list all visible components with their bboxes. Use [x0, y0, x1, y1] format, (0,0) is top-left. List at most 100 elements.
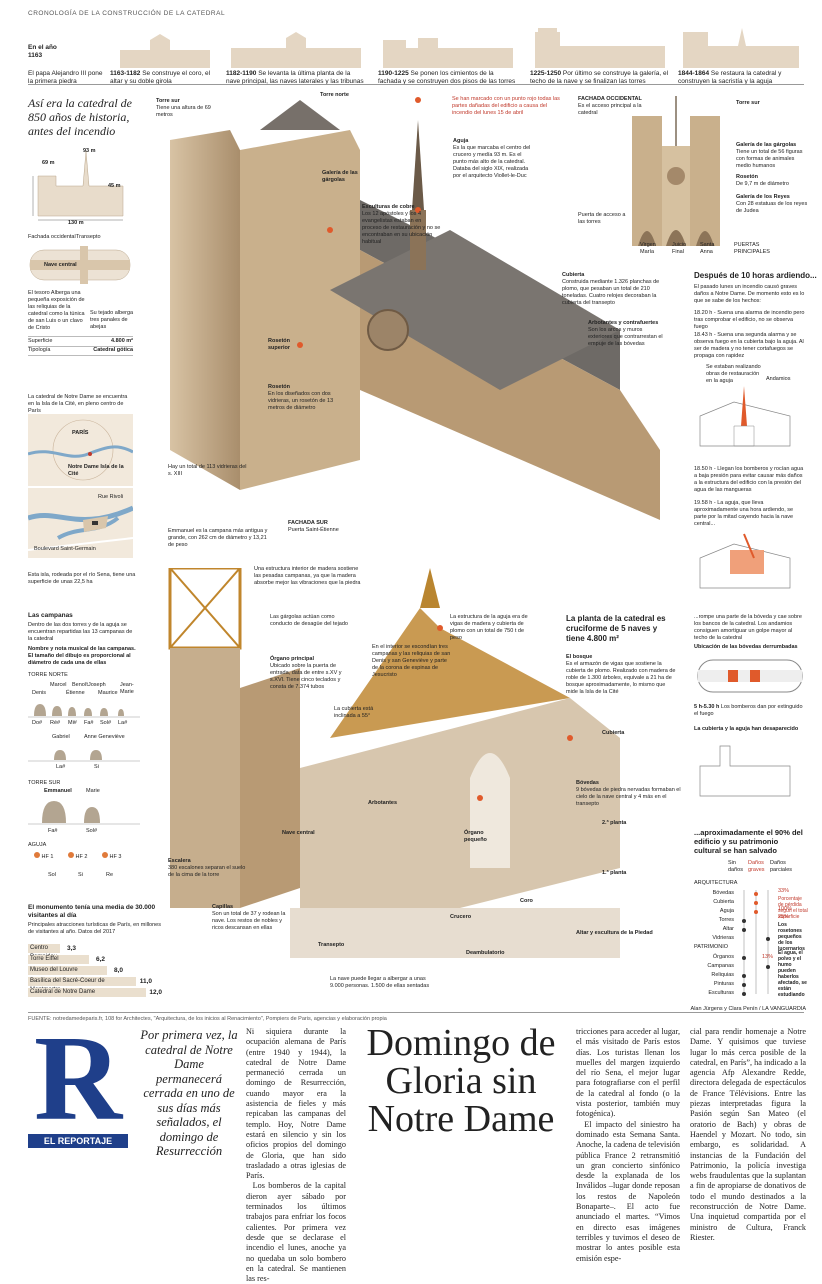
cathedral-cutaway-illustration	[168, 568, 620, 958]
source-divider	[28, 1012, 804, 1013]
label-galeria-right: Galería de las gárgolas	[736, 142, 797, 148]
label-reyes: Galería de los Reyes	[736, 194, 790, 200]
text-vidrieras: Hay un total de 113 vidrieras del s. XII…	[168, 464, 247, 477]
plan-nave-label: Nave central	[44, 262, 77, 268]
bell-note: Re	[106, 872, 114, 878]
text-emmanuel: Emmanuel es la campana más antigua y gra…	[168, 528, 268, 548]
label-organo: Órgano principal	[270, 656, 315, 662]
pct-2: 100%	[778, 906, 793, 912]
text-capillas: Son un total de 37 y rodean la nave. Los…	[212, 911, 286, 931]
bell-name: Benoît	[72, 682, 88, 688]
timeline-text: Se levanta la última planta de la nave p…	[226, 70, 364, 85]
damage-item: Torres	[718, 917, 734, 923]
section-block: R EL REPORTAJE	[28, 1018, 128, 1154]
bell-name: Marcel	[50, 682, 67, 688]
note-3: El agua, el polvo y el humo pueden haber…	[778, 950, 807, 998]
bell-icons-norte-2	[28, 750, 140, 762]
timeline-text: Se ponen los cimientos de la fachada y s…	[378, 70, 516, 85]
bell-name: Jean-Marie	[120, 682, 134, 695]
label-escalera: Escalera	[168, 858, 191, 864]
label-arbotantes: Arbotantes y contrafuertes	[588, 320, 659, 326]
text-puerta: Puerta de acceso a las torres	[578, 212, 626, 225]
timeline-years: En el año 1163	[28, 44, 57, 59]
event-5: ...rompe una parte de la bóveda y cae so…	[694, 614, 802, 641]
timeline-years: 1844-1864	[678, 70, 710, 77]
typology-row: Tipología Catedral gótica	[28, 346, 133, 356]
label-arbotantes-2: Arbotantes	[368, 800, 398, 806]
map-street: Boulevard Saint-Germain	[34, 546, 96, 552]
bell-name: Emmanuel	[44, 788, 72, 794]
text-arbotantes: Son los arcos y muros exteriores que con…	[588, 327, 663, 347]
bell-name: HF 2	[75, 854, 88, 860]
article-col2: tricciones para acceder al lugar, el más…	[576, 1027, 680, 1119]
timeline-item: 1225-1250 Por último se construye la gal…	[530, 22, 670, 90]
bells-title: Las campanas	[28, 612, 73, 619]
legend-severe: Daños graves	[748, 860, 765, 873]
header-label: CRONOLOGÍA DE LA CONSTRUCCIÓN DE LA CATE…	[28, 10, 226, 17]
bell-note: Fa#	[84, 720, 94, 726]
cathedral-silhouette-5	[683, 28, 799, 68]
damage-legend: Sin daños Daños graves Daños parciales	[728, 860, 806, 878]
event-3: 18.50 h - Llegan los bomberos y rocían a…	[694, 466, 804, 493]
text-bovedas: 9 bóvedas de piedra nervadas formaban el…	[576, 787, 681, 807]
article-col1: Ni siquiera durante la ocupación alemana…	[246, 1027, 346, 1181]
bell-icons-norte	[28, 704, 140, 718]
article-intro: Por primera vez, la catedral de Notre Da…	[140, 1028, 238, 1158]
tesoro-text: El tesoro Alberga una pequeña exposición…	[28, 290, 85, 331]
label-cubierta-2: Cubierta	[602, 730, 625, 736]
article-col1b: Los bomberos de la capital dieron ayer s…	[246, 1181, 346, 1284]
puertas-label: PUERTAS PRINCIPALES	[734, 242, 770, 255]
bell-note: Do#	[32, 720, 43, 726]
visitors-subtitle: Principales atracciones turísticas de Pa…	[28, 922, 161, 935]
timeline-item: 1182-1190 Se levanta la última planta de…	[226, 22, 366, 90]
label-altar: Altar y escultura de la Piedad	[576, 930, 653, 936]
pat-label: PATRIMONIO	[694, 944, 729, 950]
diagram-spire-collapse	[699, 533, 791, 589]
timeline-item: 1163-1182 Se construye el coro, el altar…	[110, 22, 220, 90]
bell-name: HF 1	[41, 854, 54, 860]
dim-h3: 45 m	[108, 183, 121, 189]
cathedral-exterior-illustration	[170, 97, 660, 520]
torre-sur-label: TORRE SUR	[28, 780, 61, 786]
visitor-value: 11,0	[139, 978, 152, 985]
section-badge: EL REPORTAJE	[28, 1134, 128, 1148]
dimensions-diagram	[32, 150, 124, 221]
timeline-text: Se construye el coro, el altar y su dobl…	[110, 70, 211, 85]
event-1: 18.20 h - Suena una alarma de incendio p…	[694, 310, 805, 330]
timeline-years: 1190-1225	[378, 70, 409, 77]
damage-grid	[742, 890, 770, 996]
text-roseton-right: De 9,7 m de diámetro	[736, 181, 789, 187]
text-fachada-sur: Puerta Saint-Étienne	[288, 527, 339, 533]
label-bovedas: Bóvedas	[576, 780, 599, 786]
puerta-1: Virgen María	[640, 242, 656, 255]
bell-note: Si	[78, 872, 83, 878]
timeline-item: En el año 1163 El papa Alejandro III pon…	[28, 22, 123, 90]
legend-none: Sin daños	[728, 860, 743, 873]
island-text: Esta isla, rodeada por el río Sena, tien…	[28, 572, 136, 585]
timeline-divider	[28, 84, 804, 85]
bell-note: Sol	[48, 872, 56, 878]
cathedral-silhouette-4	[535, 28, 665, 68]
bells-note: Nombre y nota musical de las campanas. E…	[28, 646, 136, 666]
west-facade-illustration	[632, 96, 720, 246]
visitor-bar: Basílica del Sacré-Coeur de Montmartre11…	[28, 977, 152, 993]
bell-name: Marie	[86, 788, 100, 794]
text-cubierta: Construida mediante 1.326 planchas de pl…	[562, 279, 660, 306]
timeline-years: 1182-1190	[226, 70, 257, 77]
event-7: La cubierta y la aguja han desaparecido	[694, 726, 799, 732]
text-torre-sur: Tiene una altura de 69 metros	[156, 105, 211, 118]
paris-map: PARÍS Notre Dame Isla de la Cité	[27, 414, 134, 486]
damage-item: Órganos	[712, 954, 734, 960]
diagram-after-fire	[699, 745, 791, 797]
note-1: Porcentaje de pérdida según el total sup…	[778, 896, 808, 920]
text-restauracion: Se estaban realizando obras de restaurac…	[706, 364, 761, 384]
text-planta: La planta de la catedral es cruciforme d…	[566, 614, 666, 643]
red-note: Se han marcado con un punto rojo todas l…	[452, 96, 560, 116]
surface-value: 4.800 m²	[110, 338, 133, 344]
bell-name: Anne Geneviève	[84, 734, 125, 740]
location-text: La catedral de Notre Dame se encuentra e…	[28, 394, 128, 414]
pct-3: 25%	[778, 914, 790, 920]
cathedral-silhouette-2	[231, 32, 361, 68]
pat-items: Órganos Campanas Reliquias Pinturas Escu…	[694, 954, 734, 999]
text-fachada-occidental: Es el acceso principal a la catedral	[578, 103, 642, 116]
